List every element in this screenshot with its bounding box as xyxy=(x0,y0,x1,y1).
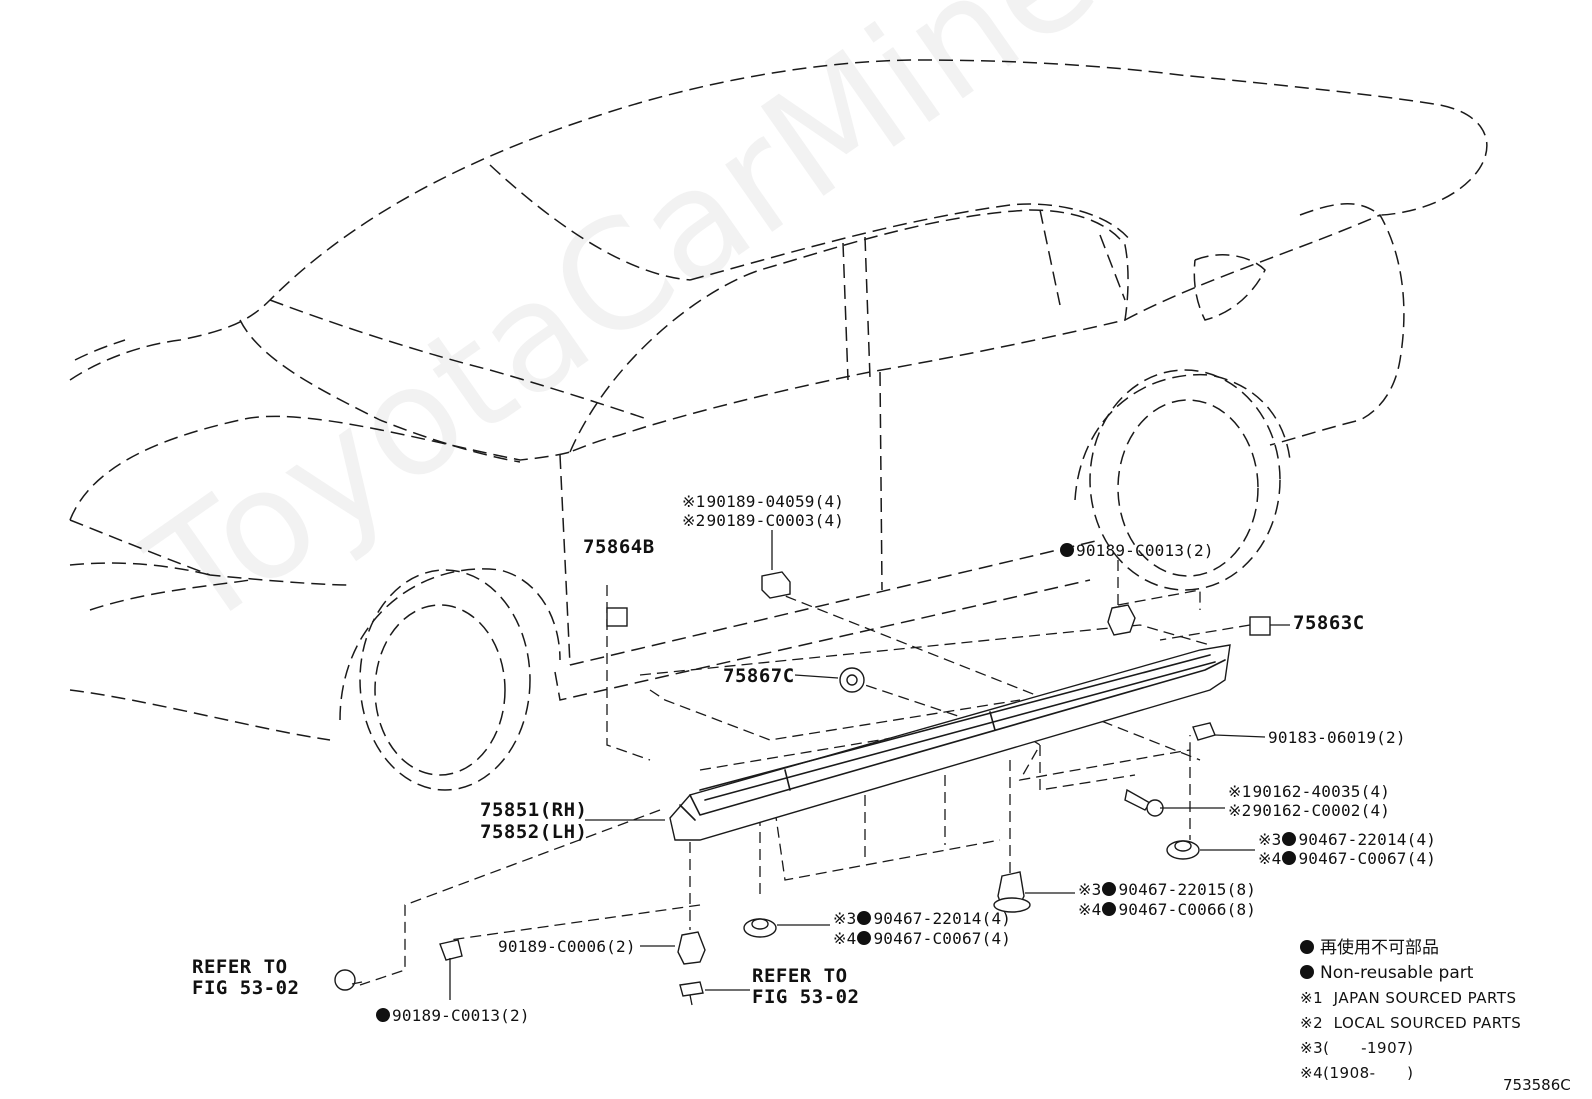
legend-note-3: ※3( -1907) xyxy=(1300,1039,1414,1057)
label-clip-upper-1: ※190189-04059(4) xyxy=(682,492,845,511)
non-reusable-dot-icon xyxy=(1282,851,1297,865)
legend-note-2: ※2 LOCAL SOURCED PARTS xyxy=(1300,1014,1522,1032)
legend-note-1: ※1 JAPAN SOURCED PARTS xyxy=(1300,989,1517,1007)
label-nut-right: 90183-06019(2) xyxy=(1268,728,1406,747)
label-refer-left-1: REFER TO xyxy=(192,956,288,978)
legend-note-4: ※4(1908- ) xyxy=(1300,1064,1414,1082)
label-clip-upper-2: ※290189-C0003(4) xyxy=(682,511,845,530)
label-refer-mid-2: FIG 53-02 xyxy=(752,986,860,1008)
leader-lines xyxy=(359,560,1251,986)
figure-id: 753586C xyxy=(1503,1076,1571,1094)
car-body-outline xyxy=(69,59,1488,791)
legend-non-reusable-jp: 再使用不可部品 xyxy=(1300,936,1521,961)
label-refer-left-2: FIG 53-02 xyxy=(192,977,300,999)
non-reusable-dot-icon xyxy=(1300,965,1314,979)
label-screw-1: ※190162-40035(4) xyxy=(1228,782,1391,801)
small-parts xyxy=(334,571,1271,1006)
non-reusable-dot-icon xyxy=(1300,940,1314,954)
label-emblem-right: 75863C xyxy=(1293,612,1365,634)
label-refer-mid-1: REFER TO xyxy=(752,965,848,987)
rocker-molding xyxy=(669,644,1231,841)
legend-non-reusable-en: Non-reusable part xyxy=(1300,961,1521,986)
non-reusable-dot-icon xyxy=(1282,832,1297,846)
non-reusable-dot-icon xyxy=(857,911,872,925)
label-clip-top-right: 90189-C0013(2) xyxy=(1060,542,1214,560)
label-molding-lh: 75852(LH) xyxy=(480,821,588,843)
label-nut-center: 75867C xyxy=(723,665,795,687)
label-molding-rh: 75851(RH) xyxy=(480,799,588,821)
label-connectors xyxy=(449,530,1290,1000)
non-reusable-dot-icon xyxy=(857,931,872,945)
label-clip-low: 90189-C0006(2) xyxy=(498,937,636,956)
non-reusable-dot-icon xyxy=(1102,882,1117,896)
label-emblem-left: 75864B xyxy=(583,536,655,558)
non-reusable-dot-icon xyxy=(376,1008,390,1022)
legend: 再使用不可部品 Non-reusable part ※1 JAPAN SOURC… xyxy=(1300,936,1521,1086)
non-reusable-dot-icon xyxy=(1102,902,1117,916)
label-clip-bottom-left: 90189-C0013(2) xyxy=(376,1007,530,1025)
label-screw-2: ※290162-C0002(4) xyxy=(1228,801,1391,820)
non-reusable-dot-icon xyxy=(1060,543,1074,557)
